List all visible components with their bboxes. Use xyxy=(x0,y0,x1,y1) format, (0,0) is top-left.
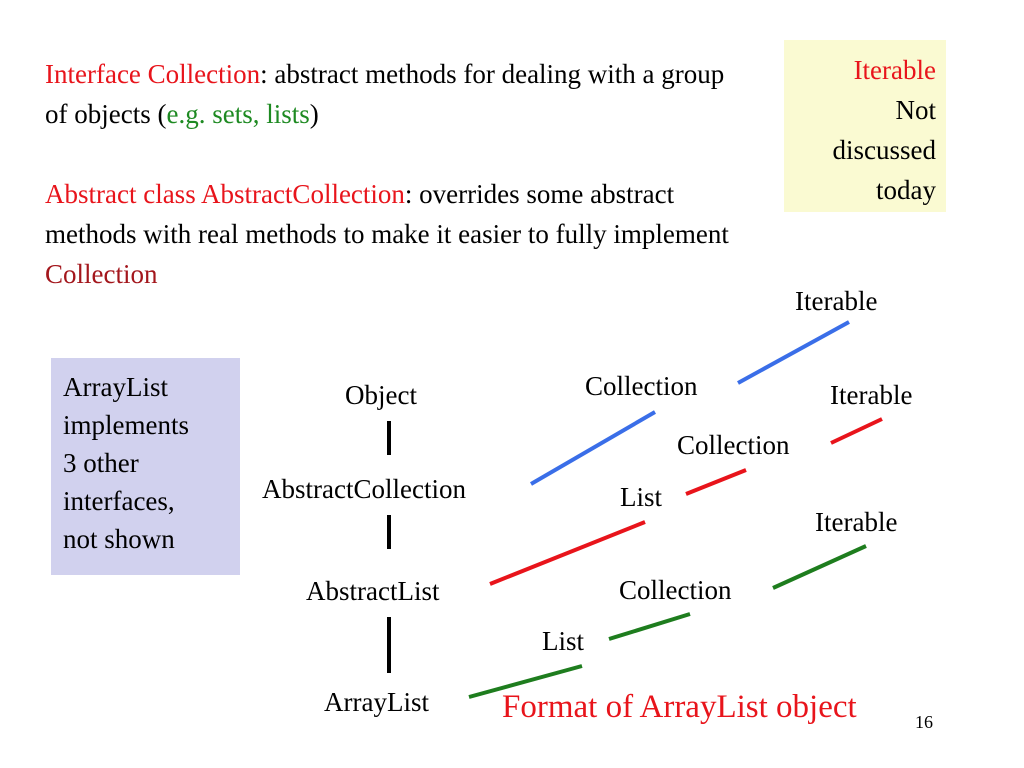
red-iterable-label: Iterable xyxy=(830,380,913,410)
red-line-abstractlist-to-list xyxy=(489,520,646,586)
blue-collection-label: Collection xyxy=(585,371,698,401)
blue-iterable-label: Iterable xyxy=(795,286,878,316)
side-line-2: implements xyxy=(63,410,189,440)
red-connectors xyxy=(489,417,883,586)
blue-connectors xyxy=(529,320,850,486)
side-line-3: 3 other xyxy=(63,448,139,478)
not-discussed-note: Iterable Not discussed today xyxy=(784,40,946,212)
hierarchy-bar-3 xyxy=(387,617,391,673)
note-iterable: Iterable xyxy=(853,55,936,85)
node-abstractlist: AbstractList xyxy=(306,576,440,606)
slide-caption: Format of ArrayList object xyxy=(502,689,857,725)
side-line-4: interfaces, xyxy=(63,486,175,516)
green-collection-label: Collection xyxy=(619,575,732,605)
interface-collection-paragraph: Interface Collection: abstract methods f… xyxy=(45,54,745,134)
green-line-arraylist-to-list xyxy=(468,664,583,699)
hierarchy-bar-2 xyxy=(387,515,391,549)
collection-term: Collection xyxy=(45,259,158,289)
green-iterable-label: Iterable xyxy=(815,507,898,537)
abstract-collection-paragraph: Abstract class AbstractCollection: overr… xyxy=(45,174,745,294)
red-line-collection-to-iterable xyxy=(830,417,883,445)
red-list-label: List xyxy=(620,482,663,512)
note-line-discussed: discussed xyxy=(832,135,937,165)
note-line-today: today xyxy=(876,175,936,205)
abstract-collection-desc: : overrides some abstract methods with r… xyxy=(45,179,729,249)
note-line-not: Not xyxy=(895,95,937,125)
abstract-collection-term: Abstract class AbstractCollection xyxy=(45,179,405,209)
page-number: 16 xyxy=(915,712,933,732)
red-line-list-to-collection xyxy=(685,468,747,496)
arraylist-interfaces-note: ArrayList implements 3 other interfaces,… xyxy=(51,358,240,575)
node-abstractcollection: AbstractCollection xyxy=(262,474,466,504)
interface-collection-desc: : abstract methods for dealing with a gr… xyxy=(45,59,725,129)
blue-line-abstractcollection-to-collection xyxy=(529,410,657,486)
side-line-1: ArrayList xyxy=(63,372,168,402)
node-arraylist: ArrayList xyxy=(324,687,429,717)
interface-collection-term: Interface Collection xyxy=(45,59,261,89)
green-line-collection-to-iterable xyxy=(772,544,867,590)
interface-collection-examples: e.g. sets, lists xyxy=(166,99,310,129)
green-line-list-to-collection xyxy=(608,612,691,641)
side-line-5: not shown xyxy=(63,524,175,554)
node-object: Object xyxy=(345,380,417,410)
red-collection-label: Collection xyxy=(677,430,790,460)
green-connectors xyxy=(468,544,867,699)
blue-line-collection-to-iterable xyxy=(737,320,850,385)
hierarchy-bar-1 xyxy=(387,421,391,455)
interface-collection-close: ) xyxy=(309,99,319,129)
green-list-label: List xyxy=(542,626,585,656)
